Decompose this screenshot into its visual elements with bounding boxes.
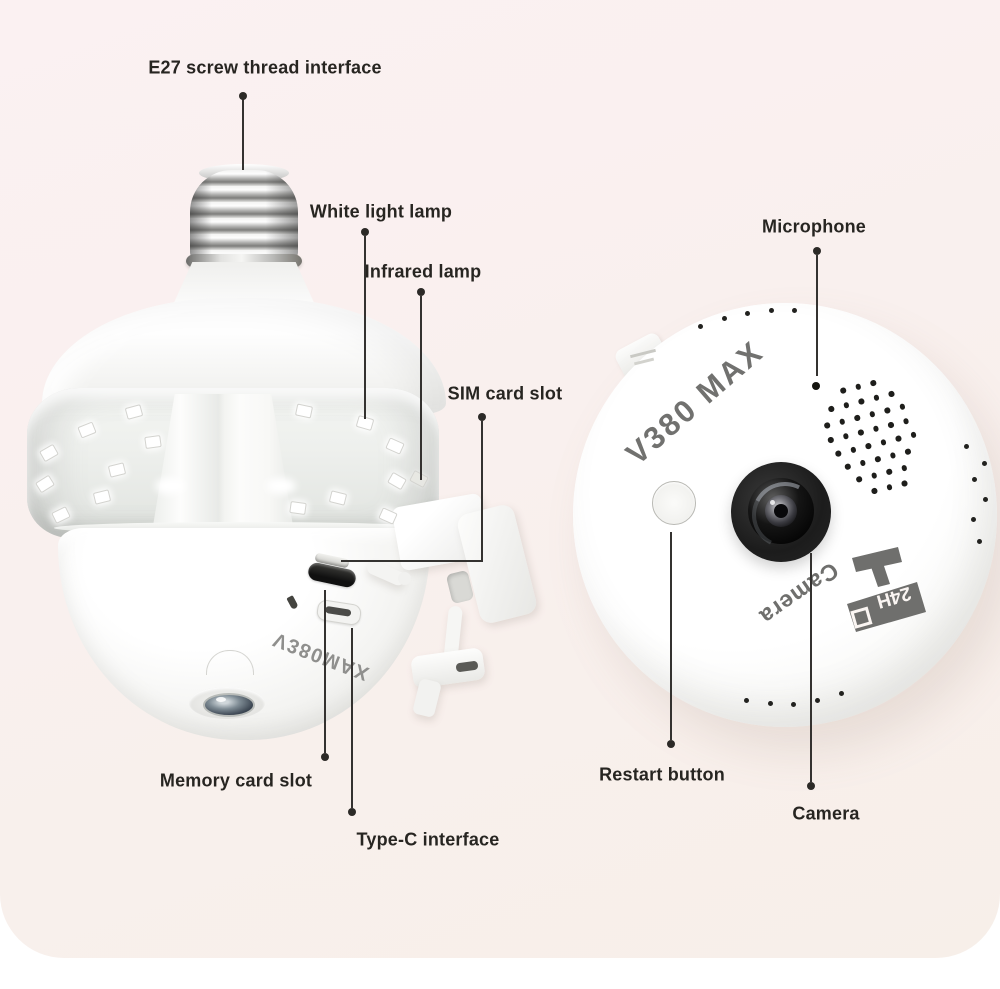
callout-label-e27-screw-thread: E27 screw thread interface bbox=[148, 57, 382, 78]
cctv-camera-icon: 24H bbox=[847, 547, 926, 632]
restart-button bbox=[652, 481, 696, 525]
callout-label-microphone: Microphone bbox=[762, 216, 866, 237]
lens-specular-dot bbox=[770, 500, 775, 505]
microphone-hole bbox=[812, 382, 820, 390]
callout-dot-memory-card-slot bbox=[321, 753, 329, 761]
callout-label-restart-button: Restart button bbox=[599, 764, 725, 785]
callout-label-type-c-interface: Type-C interface bbox=[356, 829, 500, 850]
e27-screw-base bbox=[190, 170, 298, 262]
callout-dot-restart-button bbox=[667, 740, 675, 748]
callout-label-sim-card-slot: SIM card slot bbox=[447, 383, 563, 404]
bulb-lens-highlight bbox=[216, 697, 226, 702]
callout-label-camera-lens: Camera bbox=[792, 803, 860, 824]
logo-camera-text: Camera bbox=[755, 557, 844, 631]
callout-dot-sim-card-slot bbox=[478, 413, 486, 421]
camera-lens-pupil bbox=[774, 504, 788, 518]
callout-dot-e27-screw-thread bbox=[239, 92, 247, 100]
callout-dot-camera-lens bbox=[807, 782, 815, 790]
callout-dot-type-c-interface bbox=[348, 808, 356, 816]
24h-camera-logo: 24H Camera bbox=[752, 532, 932, 647]
callout-dot-infrared-lamp bbox=[417, 288, 425, 296]
callout-label-white-light-lamp: White light lamp bbox=[309, 201, 453, 222]
cover-bracket bbox=[455, 502, 539, 626]
callout-label-infrared-lamp: Infrared lamp bbox=[364, 261, 482, 282]
callout-label-memory-card-slot: Memory card slot bbox=[159, 770, 313, 791]
cable-knob bbox=[398, 572, 411, 585]
callout-dot-white-light-lamp bbox=[361, 228, 369, 236]
bulb-lens bbox=[203, 693, 255, 717]
background-panel: V380MAX V380 MAX bbox=[0, 0, 1000, 958]
callout-dot-microphone bbox=[813, 247, 821, 255]
led-reflector bbox=[152, 394, 294, 532]
callout-line-e27-screw-thread bbox=[242, 99, 244, 170]
